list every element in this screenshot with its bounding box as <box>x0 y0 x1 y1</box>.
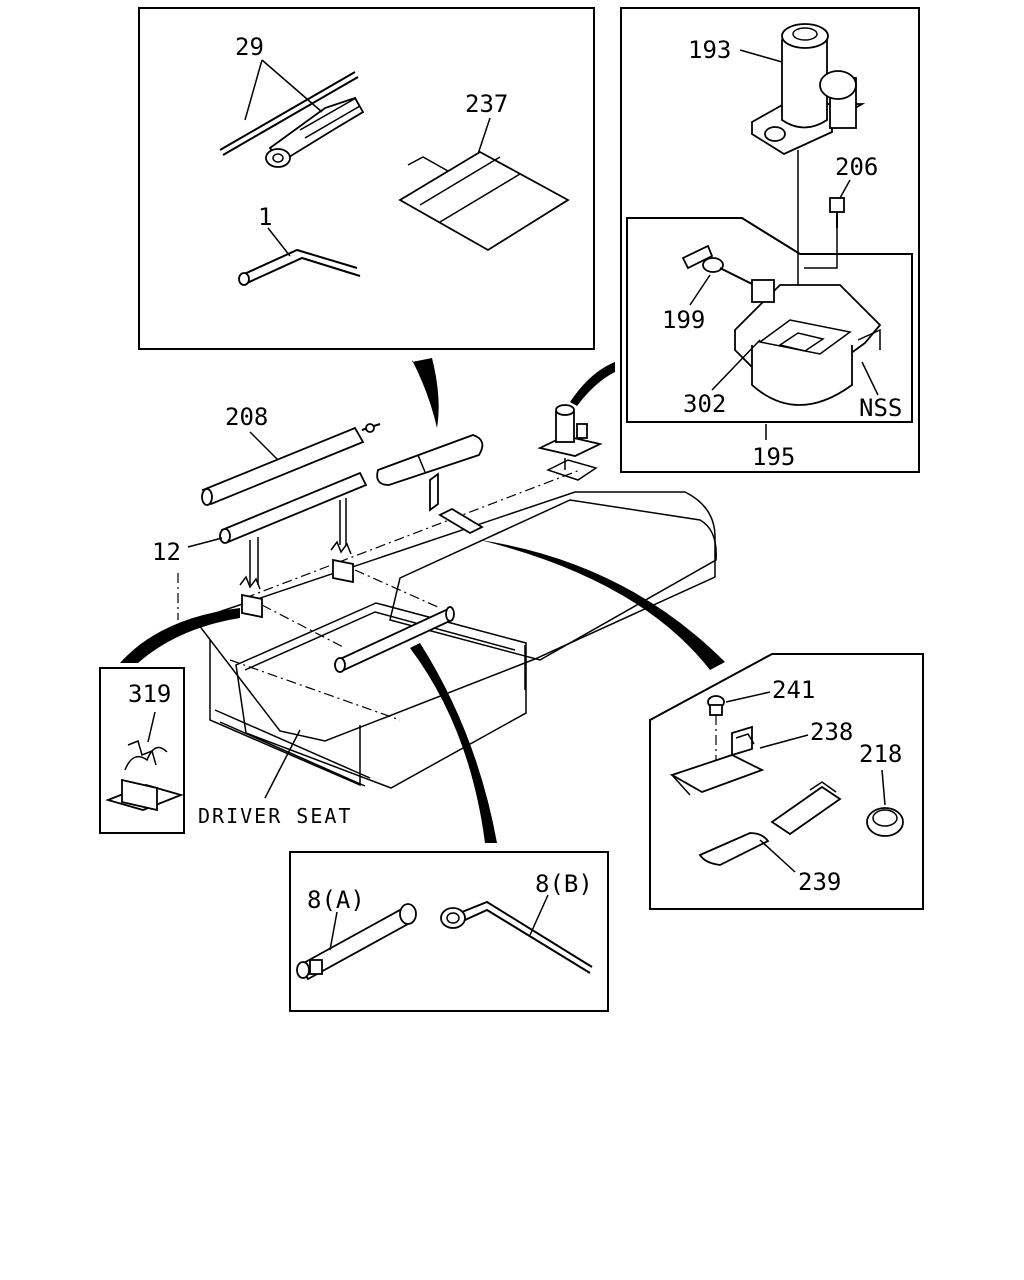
leader-208 <box>249 431 279 461</box>
label-237: 237 <box>465 90 508 118</box>
leader-29a <box>244 59 263 121</box>
part-8A-wrench <box>296 903 417 981</box>
part-29-wrench <box>219 71 365 168</box>
label-302: 302 <box>683 390 726 418</box>
leader-12 <box>187 537 223 548</box>
label-193: 193 <box>688 36 731 64</box>
leader-319 <box>147 711 156 743</box>
label-241: 241 <box>772 676 815 704</box>
label-239: 239 <box>798 868 841 896</box>
leader-238 <box>759 734 809 749</box>
leader-29b <box>261 59 323 113</box>
part-241-bolt <box>707 695 725 775</box>
callout-arrow-319 <box>120 608 240 663</box>
callout-arrow-tools <box>412 358 439 428</box>
label-1: 1 <box>258 203 272 231</box>
bar-on-seat <box>334 606 455 673</box>
leader-driver-seat <box>264 729 301 799</box>
part-238-bracket <box>669 725 765 796</box>
jack-mini <box>537 404 603 481</box>
part-218-grommet <box>866 807 904 837</box>
label-driver-seat: DRIVER SEAT <box>198 804 352 828</box>
leader-8A <box>329 911 338 951</box>
part-237-tool-bag <box>398 150 570 252</box>
label-195: 195 <box>752 443 795 471</box>
bracket-right <box>330 540 354 584</box>
label-8B: 8(B) <box>535 870 593 898</box>
leader-199 <box>689 274 711 306</box>
leader-218 <box>881 769 886 806</box>
leader-193 <box>739 49 783 63</box>
part-302-jack-tray <box>734 279 882 406</box>
leader-241 <box>725 691 771 703</box>
part-199-wing-bolt <box>681 244 753 285</box>
callout-arrow-8 <box>410 643 497 843</box>
label-NSS: NSS <box>859 394 902 422</box>
label-208: 208 <box>225 403 268 431</box>
part-206-bolt <box>829 197 845 228</box>
bracket-left <box>239 575 263 619</box>
leader-239 <box>759 839 796 873</box>
bolt-206-axis <box>804 228 838 269</box>
label-8A: 8(A) <box>307 886 365 914</box>
part-193-bottle-jack <box>751 23 866 156</box>
part-8B-wrench <box>440 900 593 974</box>
wrench-box: 8(A) 8(B) <box>289 851 609 1012</box>
part-319-clip <box>105 739 184 812</box>
label-319: 319 <box>128 680 171 708</box>
seat-assembly: 208 12 DRIVER SEAT <box>120 358 725 843</box>
clamp-box: 241 238 218 239 <box>649 653 924 910</box>
leader-NSS <box>861 361 879 396</box>
jack-box: 193 206 199 302 NSS 195 <box>620 7 920 473</box>
label-218: 218 <box>859 740 902 768</box>
label-29: 29 <box>235 33 264 61</box>
leader-8B <box>529 894 549 936</box>
label-238: 238 <box>810 718 853 746</box>
clip-box-319: 319 <box>99 667 185 834</box>
callout-arrow-jack <box>570 362 615 406</box>
leader-206 <box>839 179 851 199</box>
label-12: 12 <box>152 538 181 566</box>
tool-kit-box: 29 237 1 <box>138 7 595 350</box>
tool-bag-mini <box>376 434 484 486</box>
leader-302 <box>711 339 761 391</box>
label-199: 199 <box>662 306 705 334</box>
callout-arrow-238 <box>480 540 725 670</box>
label-206: 206 <box>835 153 878 181</box>
part-12-bar <box>219 471 368 585</box>
leader-237 <box>477 117 491 155</box>
bracket-238-mini <box>429 472 484 535</box>
leader-1 <box>267 227 291 257</box>
part-208-bar <box>201 423 381 506</box>
part-239-latch <box>698 781 842 866</box>
part-1-handle <box>238 248 361 286</box>
